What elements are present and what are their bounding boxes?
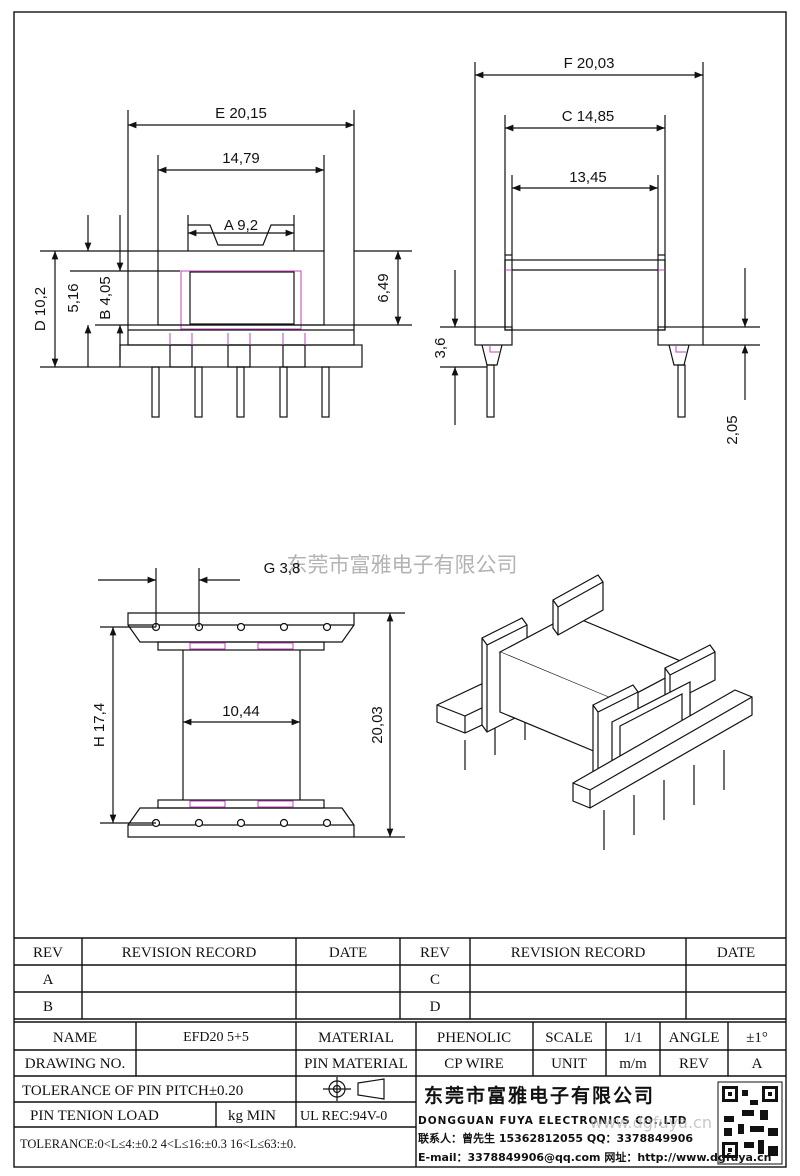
dim-1479-label: 14,79 — [222, 150, 260, 167]
dim-c-label: C 14,85 — [562, 108, 615, 125]
sheet-border — [13, 11, 787, 1168]
date-header-2: DATE — [717, 945, 755, 961]
front-view — [40, 110, 412, 418]
pin-tension-unit: kg MIN — [228, 1108, 276, 1124]
rev-header-1: REV — [33, 945, 63, 961]
dim-b-label: B 4,05 — [97, 276, 114, 319]
material-label: MATERIAL — [318, 1030, 394, 1046]
dim-2003-label: 20,03 — [369, 706, 386, 744]
date-header-1: DATE — [329, 945, 367, 961]
rev-value: A — [752, 1056, 763, 1072]
isometric-view — [436, 574, 753, 850]
bottom-view — [98, 568, 405, 838]
material-value: PHENOLIC — [437, 1030, 511, 1046]
revision-table — [14, 937, 786, 1020]
side-view — [440, 62, 760, 425]
company-name-en: DONGGUAN FUYA ELECTRONICS CO.,LTD — [418, 1115, 687, 1127]
title-block — [14, 1021, 786, 1167]
dim-f-label: F 20,03 — [564, 55, 615, 72]
dim-1044-label: 10,44 — [222, 703, 260, 720]
watermark-company: 东莞市富雅电子有限公司 — [287, 553, 518, 577]
rev-header-2: REV — [420, 945, 450, 961]
rev-cell-d: D — [430, 999, 441, 1015]
dim-a-label: A 9,2 — [224, 217, 258, 234]
unit-label: UNIT — [551, 1056, 587, 1072]
dim-649-label: 6,49 — [375, 273, 392, 302]
tolerance-line: TOLERANCE:0<L≤4:±0.2 4<L≤16:±0.3 16<L≤63… — [20, 1137, 296, 1151]
pin-material-value: CP WIRE — [444, 1056, 504, 1072]
scale-value: 1/1 — [623, 1030, 642, 1046]
company-contact: 联系人：曾先生 15362812055 QQ：3378849906 — [418, 1131, 693, 1145]
drawing-no-label: DRAWING NO. — [25, 1056, 125, 1072]
pin-tension-label: PIN TENION LOAD — [30, 1108, 159, 1124]
angle-label: ANGLE — [669, 1030, 720, 1046]
dim-205-label: 2,05 — [724, 415, 741, 444]
revision-record-header-1: REVISION RECORD — [122, 945, 257, 961]
dim-d-label: D 10,2 — [32, 287, 49, 331]
name-label: NAME — [53, 1030, 97, 1046]
corner-watermark: www.dgfuya.cn — [590, 1113, 712, 1132]
scale-label: SCALE — [545, 1030, 593, 1046]
dim-516-label: 5,16 — [65, 283, 82, 312]
tolerance-pitch: TOLERANCE OF PIN PITCH±0.20 — [22, 1083, 243, 1099]
rev-label: REV — [679, 1056, 709, 1072]
rev-cell-c: C — [430, 972, 440, 988]
dim-e-label: E 20,15 — [215, 105, 267, 122]
dim-h-label: H 17,4 — [91, 703, 108, 747]
rev-cell-a: A — [43, 972, 54, 988]
ul-rec: UL REC:94V-0 — [300, 1109, 387, 1124]
angle-value: ±1° — [746, 1030, 768, 1046]
dim-36-label: 3,6 — [432, 338, 449, 359]
pin-material-label: PIN MATERIAL — [304, 1056, 408, 1072]
name-value: EFD20 5+5 — [183, 1030, 249, 1045]
rev-cell-b: B — [43, 999, 53, 1015]
dim-1345-label: 13,45 — [569, 169, 607, 186]
company-email: E-mail：3378849906@qq.com 网址：http://www.d… — [418, 1150, 771, 1164]
unit-value: m/m — [619, 1056, 647, 1072]
revision-record-header-2: REVISION RECORD — [511, 945, 646, 961]
dim-g-label: G 3,8 — [264, 560, 301, 577]
company-name-cn: 东莞市富雅电子有限公司 — [424, 1084, 655, 1107]
